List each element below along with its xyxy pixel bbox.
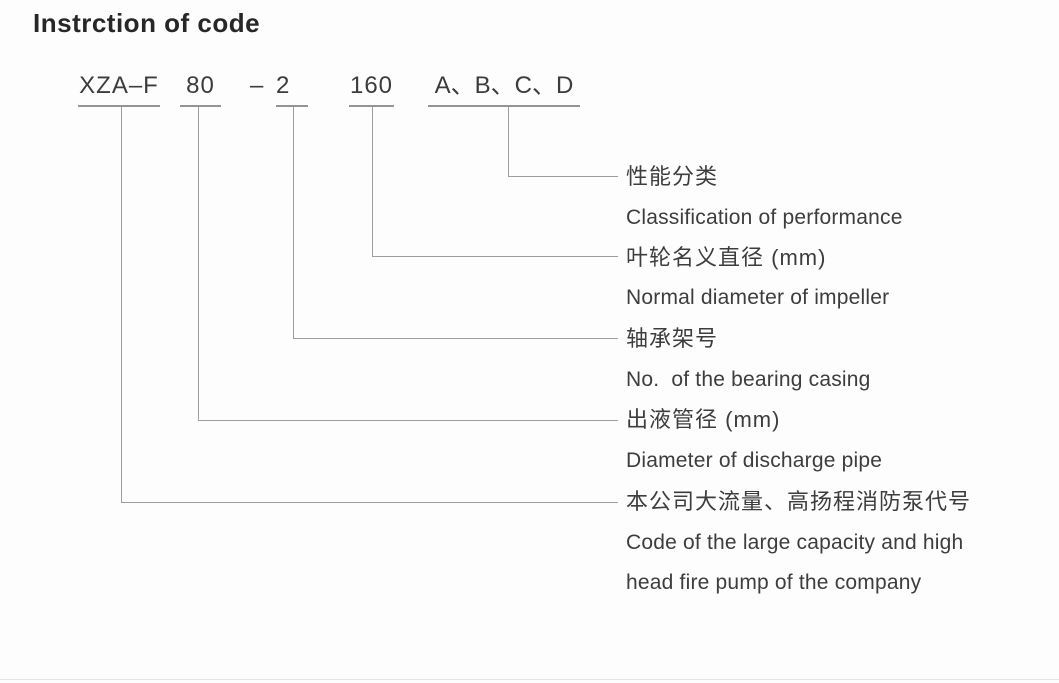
label-discharge-diameter-en: Diameter of discharge pipe [626, 449, 883, 472]
code-segment-performance-class: A、B、C、D [434, 72, 574, 99]
underline-discharge-diameter [180, 105, 221, 107]
label-series-zh: 本公司大流量、高扬程消防泵代号 [626, 489, 972, 514]
underline-impeller-diameter [349, 105, 394, 107]
code-segment-series: XZA–F [79, 72, 159, 99]
code-segment-bearing-number: – 2 [250, 72, 293, 99]
underline-bearing-number [276, 105, 308, 107]
connector-series [121, 106, 618, 503]
code-segment-impeller-diameter: 160 [349, 72, 394, 99]
underline-performance-class [428, 105, 580, 107]
connector-impeller-diameter [372, 106, 618, 257]
label-series-en-line2: head fire pump of the company [626, 571, 922, 594]
connector-bearing-number [293, 106, 618, 339]
bottom-divider [0, 679, 1059, 680]
label-bearing-number-en: No. of the bearing casing [626, 368, 871, 391]
label-impeller-diameter-en: Normal diameter of impeller [626, 286, 890, 309]
label-discharge-diameter-zh: 出液管径 (mm) [626, 407, 781, 432]
label-performance-class-en: Classification of performance [626, 206, 903, 229]
label-bearing-number-zh: 轴承架号 [626, 326, 719, 351]
label-performance-class-zh: 性能分类 [626, 164, 719, 189]
underline-series [78, 105, 160, 107]
label-impeller-diameter-zh: 叶轮名义直径 (mm) [626, 245, 827, 270]
connector-performance-class [508, 106, 618, 177]
label-series-en-line1: Code of the large capacity and high [626, 531, 964, 554]
connector-discharge-diameter [198, 106, 618, 421]
code-segment-discharge-diameter: 80 [186, 72, 215, 99]
page-title: Instrction of code [33, 8, 261, 38]
